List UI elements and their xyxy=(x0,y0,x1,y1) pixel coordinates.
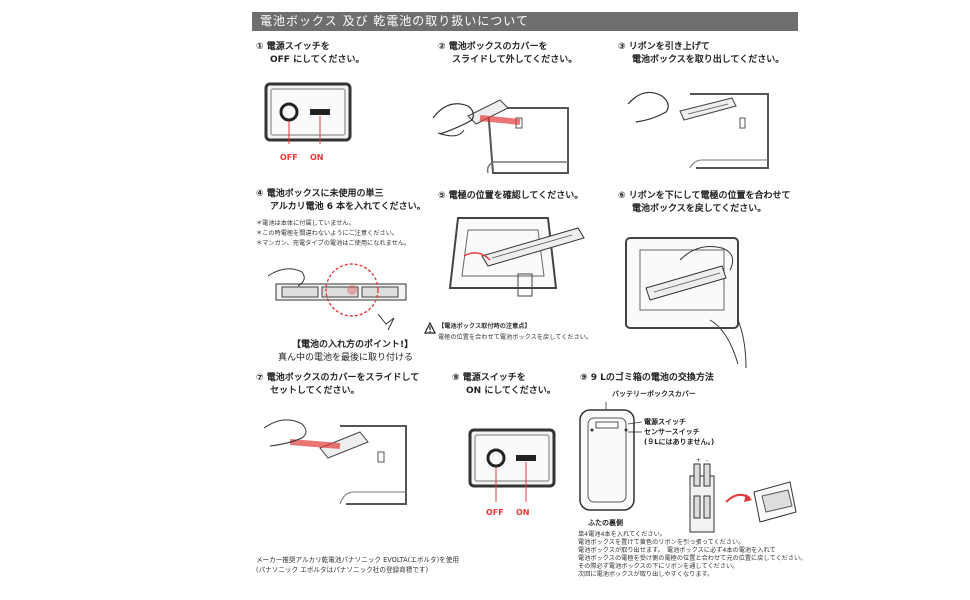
svg-text:+: + xyxy=(696,457,701,464)
step-line: 電池ボックスのカバーをスライドして xyxy=(266,373,420,383)
battery-cover-label: バッテリーボックスカバー xyxy=(612,390,696,398)
tip-title: 【電池の入れ方のポイント!】 xyxy=(292,340,414,350)
on-label: ON xyxy=(310,153,324,162)
warning-icon xyxy=(424,322,436,334)
step-number: ⑧ xyxy=(452,373,460,383)
manual-page: 電池ボックス 及び 乾電池の取り扱いについて ① 電源スイッチを OFF にして… xyxy=(220,0,806,600)
step4-note: ＊この時電極を間違わないようにご注意ください。 xyxy=(256,230,399,237)
step-8: ⑧ 電源スイッチを ON にしてください。 xyxy=(452,372,556,398)
step-number: ③ xyxy=(618,42,626,52)
footer-line: (パナソニック エボルタはパナソニック社の登録商標です) xyxy=(256,566,429,574)
footer-line: メーカー推奨アルカリ乾電池パナソニック EVOLTA(エボルタ)を使用 xyxy=(256,556,459,564)
step-line: スライドして外してください。 xyxy=(452,55,578,65)
step4-note: ＊マンガン、充電タイプの電池はご使用になれません。 xyxy=(256,240,411,247)
step-number: ⑤ xyxy=(438,191,446,201)
step-number: ② xyxy=(438,42,446,52)
step9-note: 電池ボックスが取り出せます。 電池ボックスに必ず4本の電池を入れて xyxy=(578,547,776,554)
step-5: ⑤ 電極の位置を確認してください。 xyxy=(438,190,583,203)
step-line: リボンを下にして電極の位置を合わせて xyxy=(628,191,791,201)
step-2: ② 電池ボックスのカバーを スライドして外してください。 xyxy=(438,41,577,67)
step-line: 9 Lのゴミ箱の電池の交換方法 xyxy=(590,373,714,383)
slide-cover-illustration xyxy=(432,99,569,174)
step-line: 電池ボックスを戻してください。 xyxy=(632,204,767,214)
step9-note: その際必ず電池ボックスの下にリボンを通してください。 xyxy=(578,563,739,570)
step-1: ① 電源スイッチを OFF にしてください。 xyxy=(256,41,365,67)
step-line: 電池ボックスに未使用の単三 xyxy=(266,189,384,199)
step-6: ⑥ リボンを下にして電極の位置を合わせて 電池ボックスを戻してください。 xyxy=(618,190,791,216)
lid-back-illustration xyxy=(579,402,643,511)
return-box-illustration xyxy=(625,237,747,369)
step-9: ⑨ 9 Lのゴミ箱の電池の交換方法 xyxy=(580,372,714,385)
tip-text: 真ん中の電池を最後に取り付ける xyxy=(278,353,414,363)
step9-note: 次回に電池ボックスが取り出しやすくなります。 xyxy=(578,571,714,578)
step-line: アルカリ電池 6 本を入れてください。 xyxy=(270,202,426,212)
step-line: ON にしてください。 xyxy=(466,386,556,396)
step9-note: 電池ボックスの電極を受け側の電極の位置と合わせて元の位置に戻してください。 xyxy=(578,555,807,562)
off-label: OFF xyxy=(486,508,504,517)
check-electrodes-illustration xyxy=(448,217,585,297)
step9-notes: 単4電池4本を入れてください。 電池ボックスを置けて黄色のリボンを引っ張ってくだ… xyxy=(578,531,806,579)
power-switch-label: 電源スイッチ xyxy=(644,418,686,426)
step-line: 電池ボックスを取り出してください。 xyxy=(632,55,785,65)
step-line: 電池ボックスのカバーを xyxy=(448,42,548,52)
step-line: OFF にしてください。 xyxy=(270,55,365,65)
step-4: ④ 電池ボックスに未使用の単三 アルカリ電池 6 本を入れてください。 xyxy=(256,188,426,214)
step-number: ① xyxy=(256,42,264,52)
battery-replace-illustration: + - xyxy=(689,457,797,533)
step-7: ⑦ 電池ボックスのカバーをスライドして セットしてください。 xyxy=(256,372,419,398)
step-number: ⑥ xyxy=(618,191,626,201)
step9-note: 電池ボックスを置けて黄色のリボンを引っ張ってください。 xyxy=(578,539,745,546)
step-line: セットしてください。 xyxy=(270,386,360,396)
insert-batteries-illustration xyxy=(268,263,407,331)
step-number: ⑨ xyxy=(580,373,588,383)
lid-back-label: ふたの裏側 xyxy=(588,519,623,527)
step4-note: ＊電池は本体に付属していません。 xyxy=(256,220,355,227)
power-switch-off-illustration xyxy=(264,82,352,144)
step-number: ④ xyxy=(256,189,264,199)
on-label: ON xyxy=(516,508,530,517)
svg-text:-: - xyxy=(706,457,708,464)
step-line: 電極の位置を確認してください。 xyxy=(448,191,584,201)
set-cover-illustration xyxy=(263,419,407,505)
remove-box-illustration xyxy=(627,91,769,169)
step-number: ⑦ xyxy=(256,373,264,383)
step-line: 電源スイッチを xyxy=(266,42,330,52)
caution-text: 電極の位置を合わせて電池ボックスを戻してください。 xyxy=(438,334,593,341)
off-label: OFF xyxy=(280,153,298,162)
step-3: ③ リボンを引き上げて 電池ボックスを取り出してください。 xyxy=(618,41,784,67)
caution-title: 【電池ボックス取付時の注意点】 xyxy=(438,323,531,330)
sensor-switch-label: センサースイッチ xyxy=(644,428,700,436)
step-line: 電源スイッチを xyxy=(462,373,526,383)
sensor-switch-note: (９Lにはありません。) xyxy=(644,438,715,446)
step-line: リボンを引き上げて xyxy=(628,42,710,52)
page-header: 電池ボックス 及び 乾電池の取り扱いについて xyxy=(252,12,798,31)
power-switch-on-illustration xyxy=(468,428,556,502)
step9-note: 単4電池4本を入れてください。 xyxy=(578,531,666,538)
